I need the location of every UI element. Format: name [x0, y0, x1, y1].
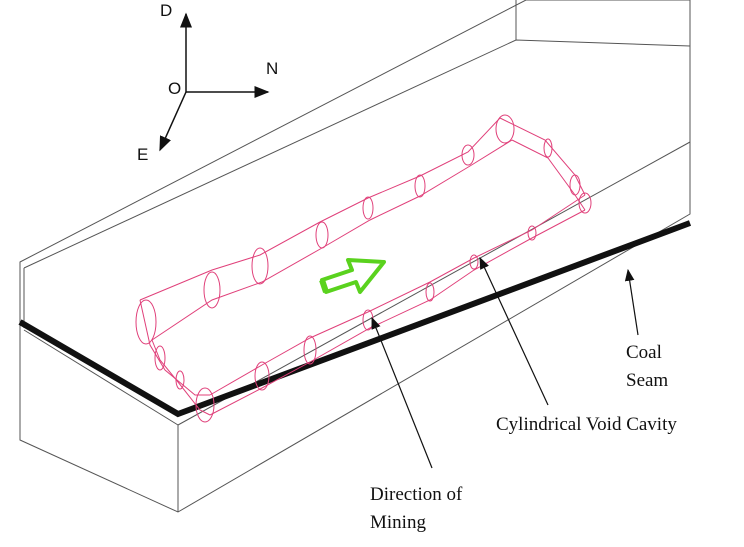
coordinate-axes	[159, 12, 270, 152]
cylindrical-void-cavity	[135, 114, 592, 423]
axis-label-d: D	[160, 1, 172, 20]
east-axis	[159, 91, 187, 152]
block-top-inner-edge	[23, 39, 691, 269]
coal-seam	[18, 220, 692, 418]
rock-block	[19, 0, 691, 513]
coal-seam-leader	[624, 268, 639, 336]
block-top-front-edge	[177, 141, 691, 426]
block-front-edge	[23, 329, 179, 426]
axis-label-n: N	[266, 59, 278, 78]
leader-lines	[371, 256, 639, 469]
coal-seam-label-line2: Seam	[626, 370, 668, 391]
block-outline	[19, 0, 691, 513]
axis-label-e: E	[137, 145, 148, 164]
mining-label-line1: Direction of	[370, 484, 463, 505]
cavity-label: Cylindrical Void Cavity	[496, 414, 677, 435]
coal-seam-label-line1: Coal	[626, 342, 662, 363]
mining-direction-arrow	[319, 258, 386, 294]
mining-leader	[371, 316, 433, 469]
mining-label-line2: Mining	[370, 512, 426, 533]
cavity-leader	[479, 256, 549, 406]
axis-label-o: O	[168, 79, 181, 98]
